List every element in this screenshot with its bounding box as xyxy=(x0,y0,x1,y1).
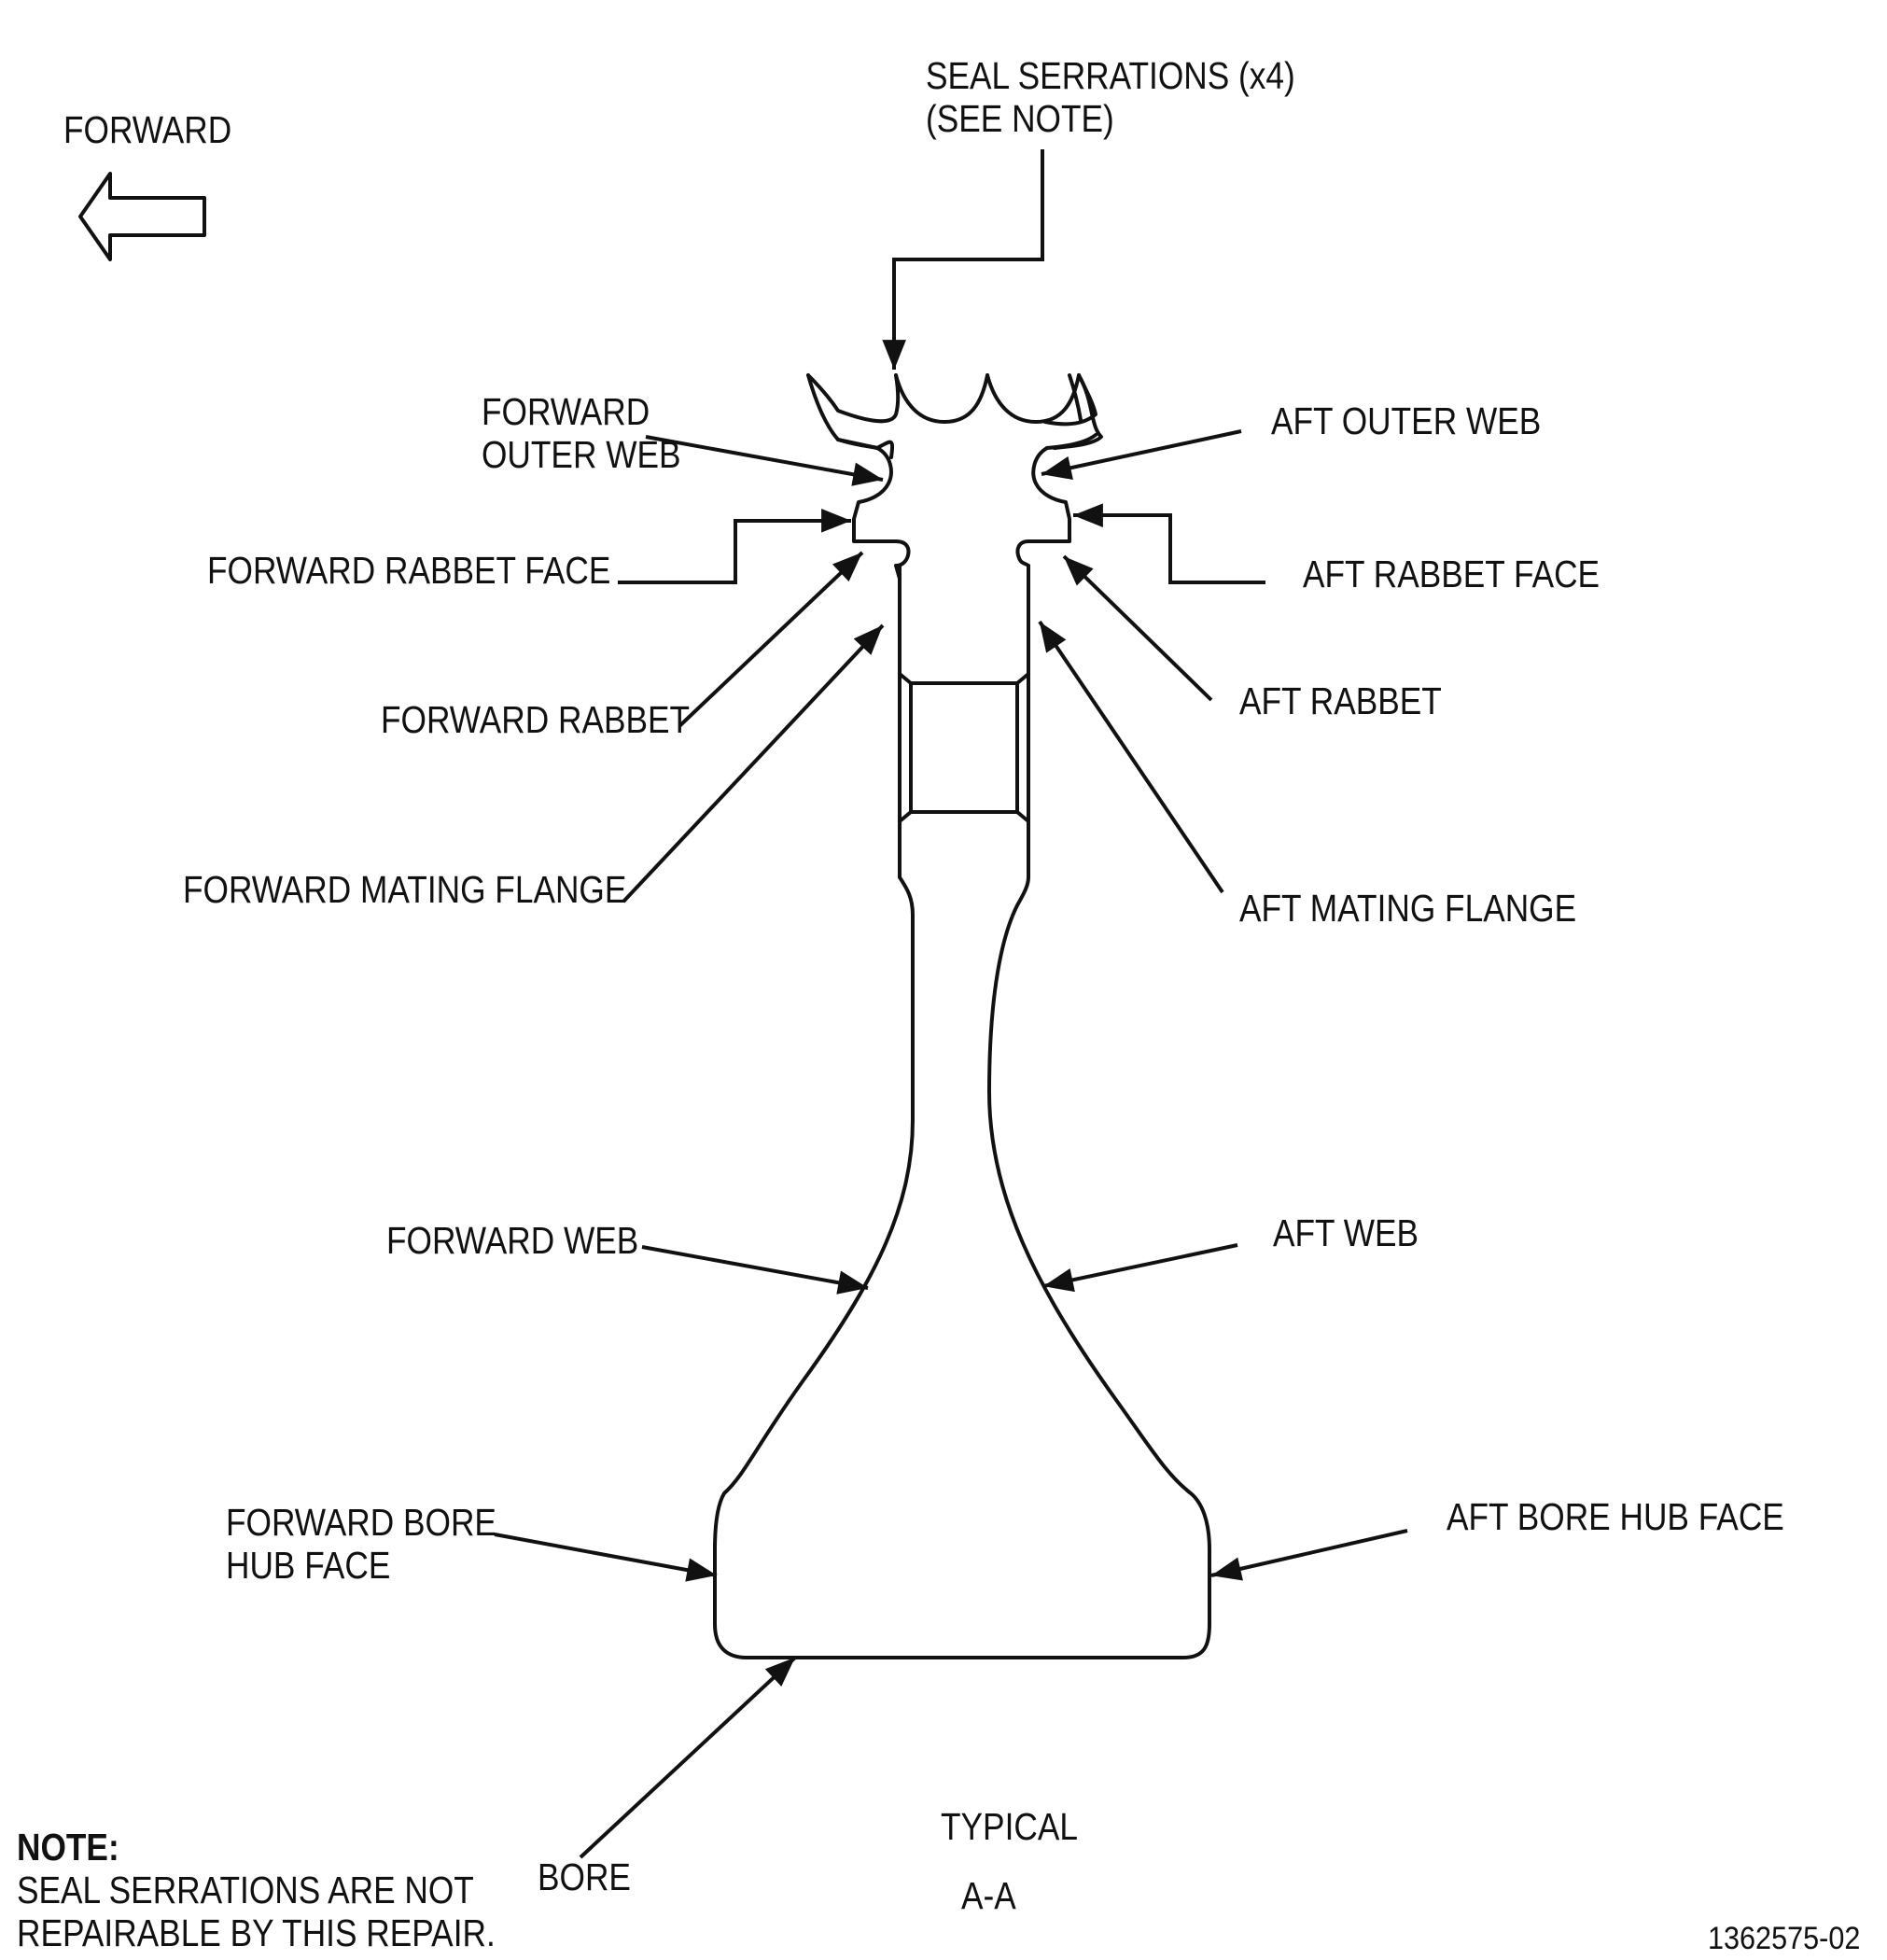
forward-direction-arrow-icon xyxy=(78,172,206,261)
leader-forward-web xyxy=(641,1245,869,1295)
forward-web-label: FORWARD WEB xyxy=(386,1219,639,1262)
forward-bore-hub-face-label-line2: HUB FACE xyxy=(226,1544,391,1587)
leader-bore xyxy=(579,1656,797,1859)
leader-aft-outer-web xyxy=(1041,429,1242,480)
leader-aft-web xyxy=(1042,1243,1238,1293)
leader-aft-mating-flange xyxy=(1038,620,1224,894)
aft-bore-hub-face-label: AFT BORE HUB FACE xyxy=(1447,1495,1784,1538)
seal-serrations-note-ref: (SEE NOTE) xyxy=(926,97,1114,140)
note-line-2: REPAIRABLE BY THIS REPAIR. xyxy=(17,1911,496,1954)
forward-bore-hub-face-label-line1: FORWARD BORE xyxy=(226,1501,496,1544)
forward-outer-web-label-line1: FORWARD xyxy=(482,390,650,433)
typical-label: TYPICAL xyxy=(941,1805,1078,1848)
figure-id: 1362575-02 xyxy=(1708,1921,1861,1956)
forward-rabbet-label: FORWARD RABBET xyxy=(381,698,691,741)
aft-web-label: AFT WEB xyxy=(1273,1211,1419,1254)
note-heading: NOTE: xyxy=(17,1826,119,1869)
leader-aft-rabbet xyxy=(1062,554,1213,702)
leader-seal-serrations xyxy=(882,149,1044,371)
aft-outer-web-label: AFT OUTER WEB xyxy=(1271,399,1542,442)
forward-label: FORWARD xyxy=(63,108,232,151)
aft-rabbet-label: AFT RABBET xyxy=(1239,679,1442,722)
leader-aft-rabbet-face xyxy=(1072,503,1265,584)
leader-forward-rabbet-face xyxy=(618,509,852,584)
leader-aft-bore-hub-face xyxy=(1210,1529,1408,1581)
leader-forward-mating-flange xyxy=(622,623,885,903)
bore-label: BORE xyxy=(538,1855,631,1898)
note-line-1: SEAL SERRATIONS ARE NOT xyxy=(17,1869,474,1911)
leader-forward-bore-hub-face xyxy=(494,1533,718,1582)
forward-mating-flange-label: FORWARD MATING FLANGE xyxy=(183,868,627,911)
seal-disk-outline xyxy=(713,433,1211,1659)
seal-serrations-label: SEAL SERRATIONS (x4) xyxy=(926,54,1295,97)
leader-forward-outer-web xyxy=(645,435,884,486)
leader-lines xyxy=(494,149,1408,1859)
aft-rabbet-face-label: AFT RABBET FACE xyxy=(1303,553,1600,595)
section-label: A-A xyxy=(961,1874,1016,1917)
forward-rabbet-face-label: FORWARD RABBET FACE xyxy=(207,549,611,592)
forward-outer-web-label-line2: OUTER WEB xyxy=(482,433,681,476)
aft-mating-flange-label: AFT MATING FLANGE xyxy=(1239,887,1577,930)
leader-forward-rabbet xyxy=(678,551,864,728)
